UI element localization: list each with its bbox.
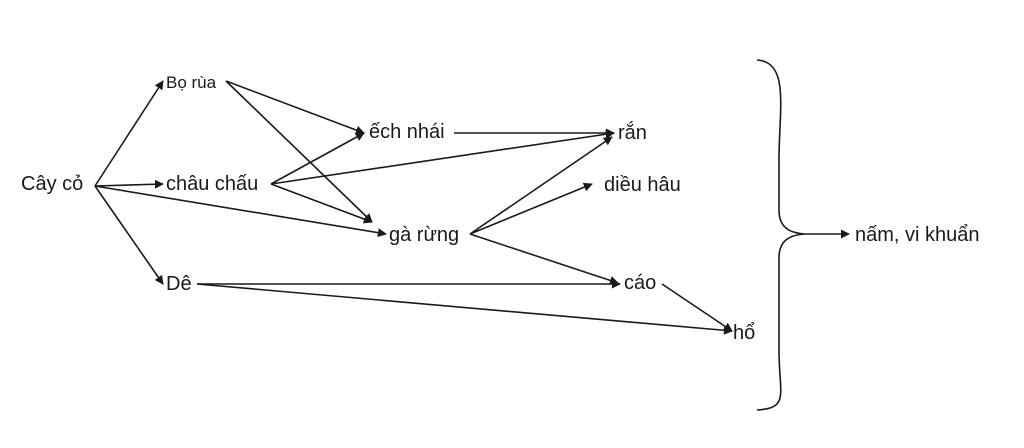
node-ga-rung: gà rừng [389, 224, 460, 246]
edge-chau-chau-to-ech-nhai [270, 132, 365, 185]
edge-cay-co-to-ga-rung [94, 185, 387, 238]
node-de: Dê [166, 273, 192, 295]
node-ho: hổ [733, 322, 756, 344]
edge-chau-chau-to-ga-rung [270, 183, 373, 224]
edge-ga-rung-to-dieu-hau [469, 182, 593, 235]
node-nam-vi-khuan: nấm, vi khuẩn [855, 224, 980, 246]
edge-cay-co-to-de [94, 185, 164, 285]
edge-cay-co-to-chau-chau [94, 179, 164, 189]
edge-ga-rung-to-ran [469, 136, 613, 235]
edge-cao-to-ho [661, 283, 733, 332]
node-dieu-hau: diều hâu [604, 174, 681, 196]
decomposer-brace [756, 59, 806, 411]
node-chau-chau: châu chấu [166, 173, 259, 195]
edge-de-to-ho [196, 283, 733, 335]
node-bo-rua: Bọ rùa [166, 73, 217, 92]
node-ech-nhai: ếch nhái [369, 121, 445, 143]
edge-cay-co-to-bo-rua [94, 80, 164, 187]
node-cao: cáo [624, 272, 657, 294]
edge-bo-rua-to-ga-rung [225, 80, 373, 223]
node-ran: rắn [618, 122, 647, 144]
node-cay-co: Cây cỏ [21, 173, 84, 195]
edge-chau-chau-to-ran [270, 129, 615, 185]
edge-ga-rung-to-cao [469, 233, 619, 285]
edge-bo-rua-to-ech-nhai [225, 80, 365, 135]
